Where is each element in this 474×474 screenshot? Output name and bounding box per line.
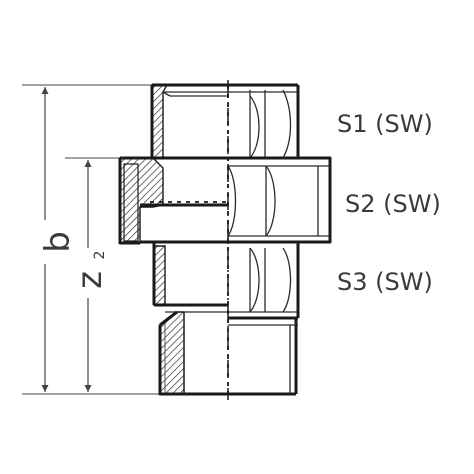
dimension-z2: z 2 <box>65 157 150 392</box>
dimension-b: b <box>22 84 160 395</box>
dimension-z-subscript: 2 <box>92 251 108 260</box>
hidden-lines <box>150 85 229 394</box>
label-s2: S2 (SW) <box>345 190 441 218</box>
label-s3: S3 (SW) <box>337 268 433 296</box>
label-s1: S1 (SW) <box>337 110 433 138</box>
dimension-b-label: b <box>38 231 78 253</box>
fitting-outline <box>118 83 332 396</box>
dimension-z-label: z <box>70 271 110 289</box>
